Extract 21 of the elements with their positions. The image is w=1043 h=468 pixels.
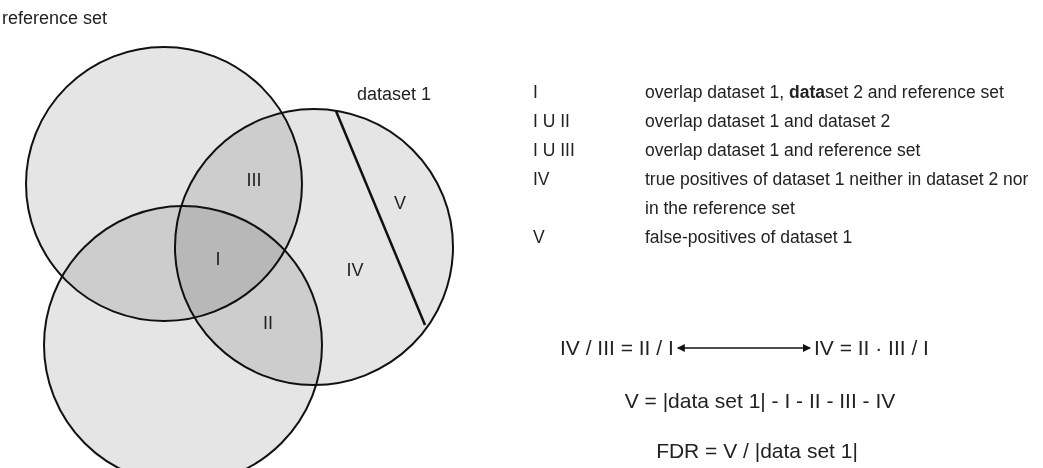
- double-arrow: [676, 344, 811, 352]
- region-label: V: [394, 192, 406, 214]
- equation: IV / III = II / I: [560, 336, 674, 360]
- region-description: overlap dataset 1 and dataset 2: [645, 110, 891, 133]
- region-label: I: [215, 248, 221, 270]
- region-symbol: I U II: [533, 110, 570, 133]
- region-symbol: I U III: [533, 139, 575, 162]
- region-label: III: [246, 169, 262, 191]
- region-label: II: [263, 312, 273, 334]
- region-description: false-positives of dataset 1: [645, 226, 853, 249]
- equation: V = |data set 1| - I - II - III - IV: [624, 389, 896, 413]
- region-label: IV: [346, 259, 364, 281]
- region-symbol: V: [533, 226, 545, 249]
- region-symbol: I: [533, 81, 538, 104]
- region-symbol: IV: [533, 168, 550, 191]
- equation: IV = II · III / I: [814, 336, 929, 360]
- set-label: dataset 1: [357, 84, 432, 105]
- region-description: overlap dataset 1, dataset 2 and reference set: [645, 81, 1004, 104]
- equation: FDR = V / |data set 1|: [656, 439, 858, 463]
- region-description: overlap dataset 1 and reference set: [645, 139, 921, 162]
- set-label: reference set: [2, 8, 108, 29]
